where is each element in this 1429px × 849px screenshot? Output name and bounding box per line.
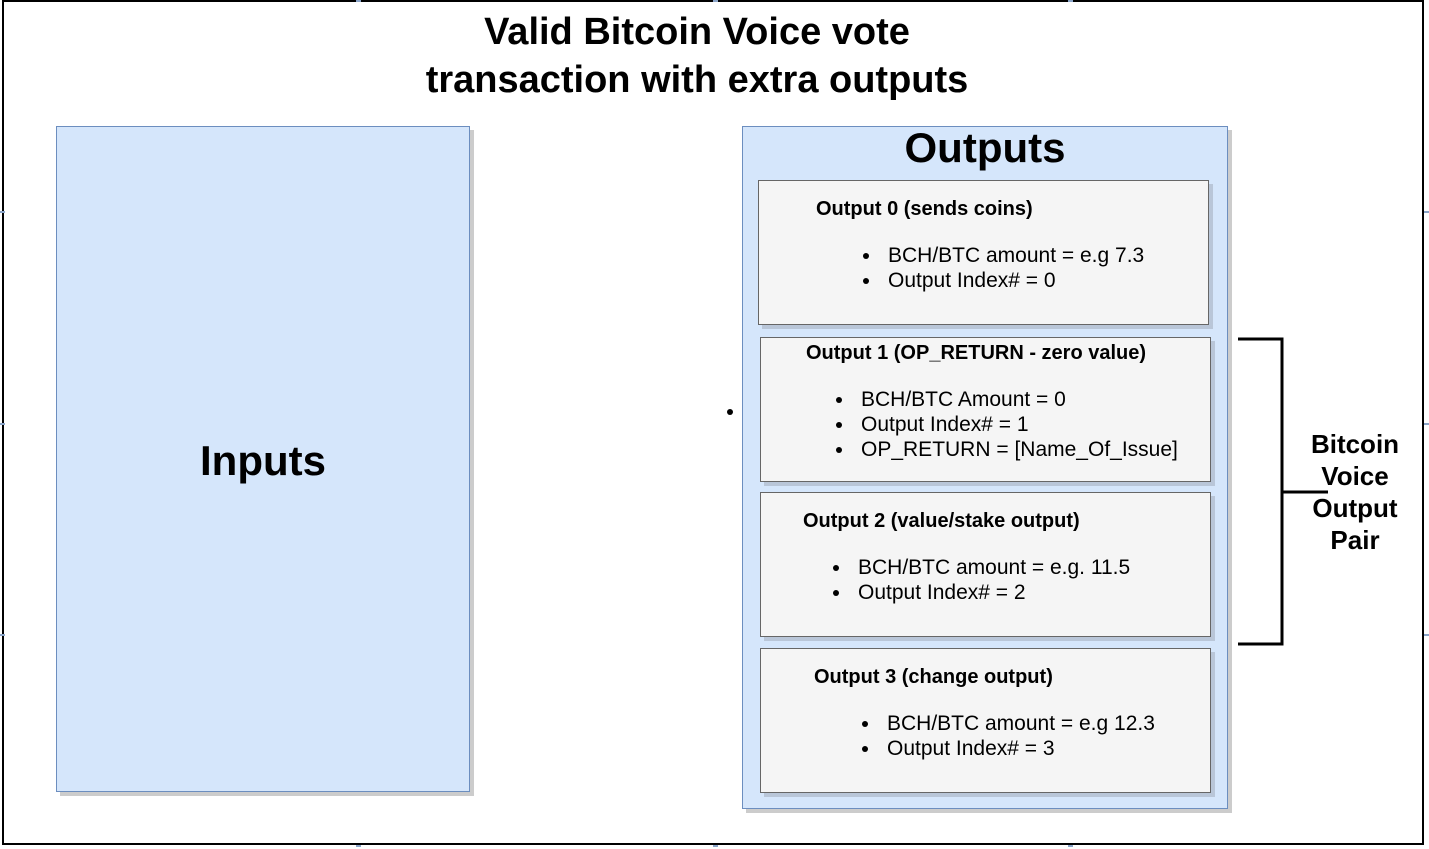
- selection-handle: [0, 423, 5, 425]
- output-detail-item: BCH/BTC amount = e.g 7.3: [860, 243, 1144, 268]
- output-detail-item: OP_RETURN = [Name_Of_Issue]: [833, 437, 1178, 462]
- selection-handle: [713, 845, 718, 847]
- outputs-label: Outputs: [904, 124, 1066, 171]
- output-detail-item: BCH/BTC amount = e.g. 11.5: [830, 555, 1130, 580]
- pair-label-line: Output: [1312, 493, 1398, 523]
- selection-handle: [356, 845, 361, 847]
- output-details-list: BCH/BTC Amount = 0 Output Index# = 1 OP_…: [833, 387, 1178, 462]
- output-detail-item: BCH/BTC Amount = 0: [833, 387, 1178, 412]
- diagram-title: Valid Bitcoin Voice vote transaction wit…: [297, 8, 1097, 104]
- selection-handle: [1068, 845, 1073, 847]
- output-heading: Output 0 (sends coins): [816, 198, 1033, 220]
- output-detail-item: Output Index# = 3: [859, 736, 1155, 761]
- inputs-label: Inputs: [200, 437, 326, 484]
- selection-handle: [1424, 211, 1429, 213]
- output-card-2[interactable]: Output 2 (value/stake output) BCH/BTC am…: [760, 492, 1211, 637]
- pair-label-line: Pair: [1330, 525, 1380, 555]
- output-heading: Output 3 (change output): [814, 666, 1053, 688]
- selection-handle: [0, 211, 5, 213]
- output-card-1[interactable]: Output 1 (OP_RETURN - zero value) BCH/BT…: [760, 337, 1211, 482]
- output-details-list: BCH/BTC amount = e.g. 11.5 Output Index#…: [830, 555, 1130, 605]
- output-card-0[interactable]: Output 0 (sends coins) BCH/BTC amount = …: [758, 180, 1209, 325]
- output-details-list: BCH/BTC amount = e.g 12.3 Output Index# …: [859, 711, 1155, 761]
- selection-handle: [1424, 634, 1429, 636]
- title-line: Valid Bitcoin Voice vote: [484, 11, 910, 53]
- bracket-line: [1238, 337, 1284, 646]
- selection-handle: [1068, 0, 1073, 2]
- output-heading: Output 1 (OP_RETURN - zero value): [806, 342, 1147, 364]
- output-detail-item: Output Index# = 0: [860, 268, 1144, 293]
- output-card-3[interactable]: Output 3 (change output) BCH/BTC amount …: [760, 648, 1211, 793]
- selection-handle: [713, 0, 718, 2]
- selection-handle: [1424, 423, 1429, 425]
- pair-label-line: Bitcoin: [1310, 429, 1400, 459]
- connector-dot: [727, 409, 733, 415]
- pair-label-line: Voice: [1321, 461, 1389, 491]
- selection-handle: [0, 634, 5, 636]
- output-detail-item: Output Index# = 1: [833, 412, 1178, 437]
- output-pair-bracket: [1238, 337, 1328, 646]
- output-details-list: BCH/BTC amount = e.g 7.3 Output Index# =…: [860, 243, 1144, 293]
- output-heading: Output 2 (value/stake output): [803, 510, 1080, 532]
- output-detail-item: BCH/BTC amount = e.g 12.3: [859, 711, 1155, 736]
- output-pair-label: Bitcoin Voice Output Pair: [1300, 428, 1410, 556]
- title-line: transaction with extra outputs: [425, 59, 969, 101]
- inputs-container[interactable]: Inputs: [56, 126, 470, 792]
- output-detail-item: Output Index# = 2: [830, 580, 1130, 605]
- selection-handle: [356, 0, 361, 2]
